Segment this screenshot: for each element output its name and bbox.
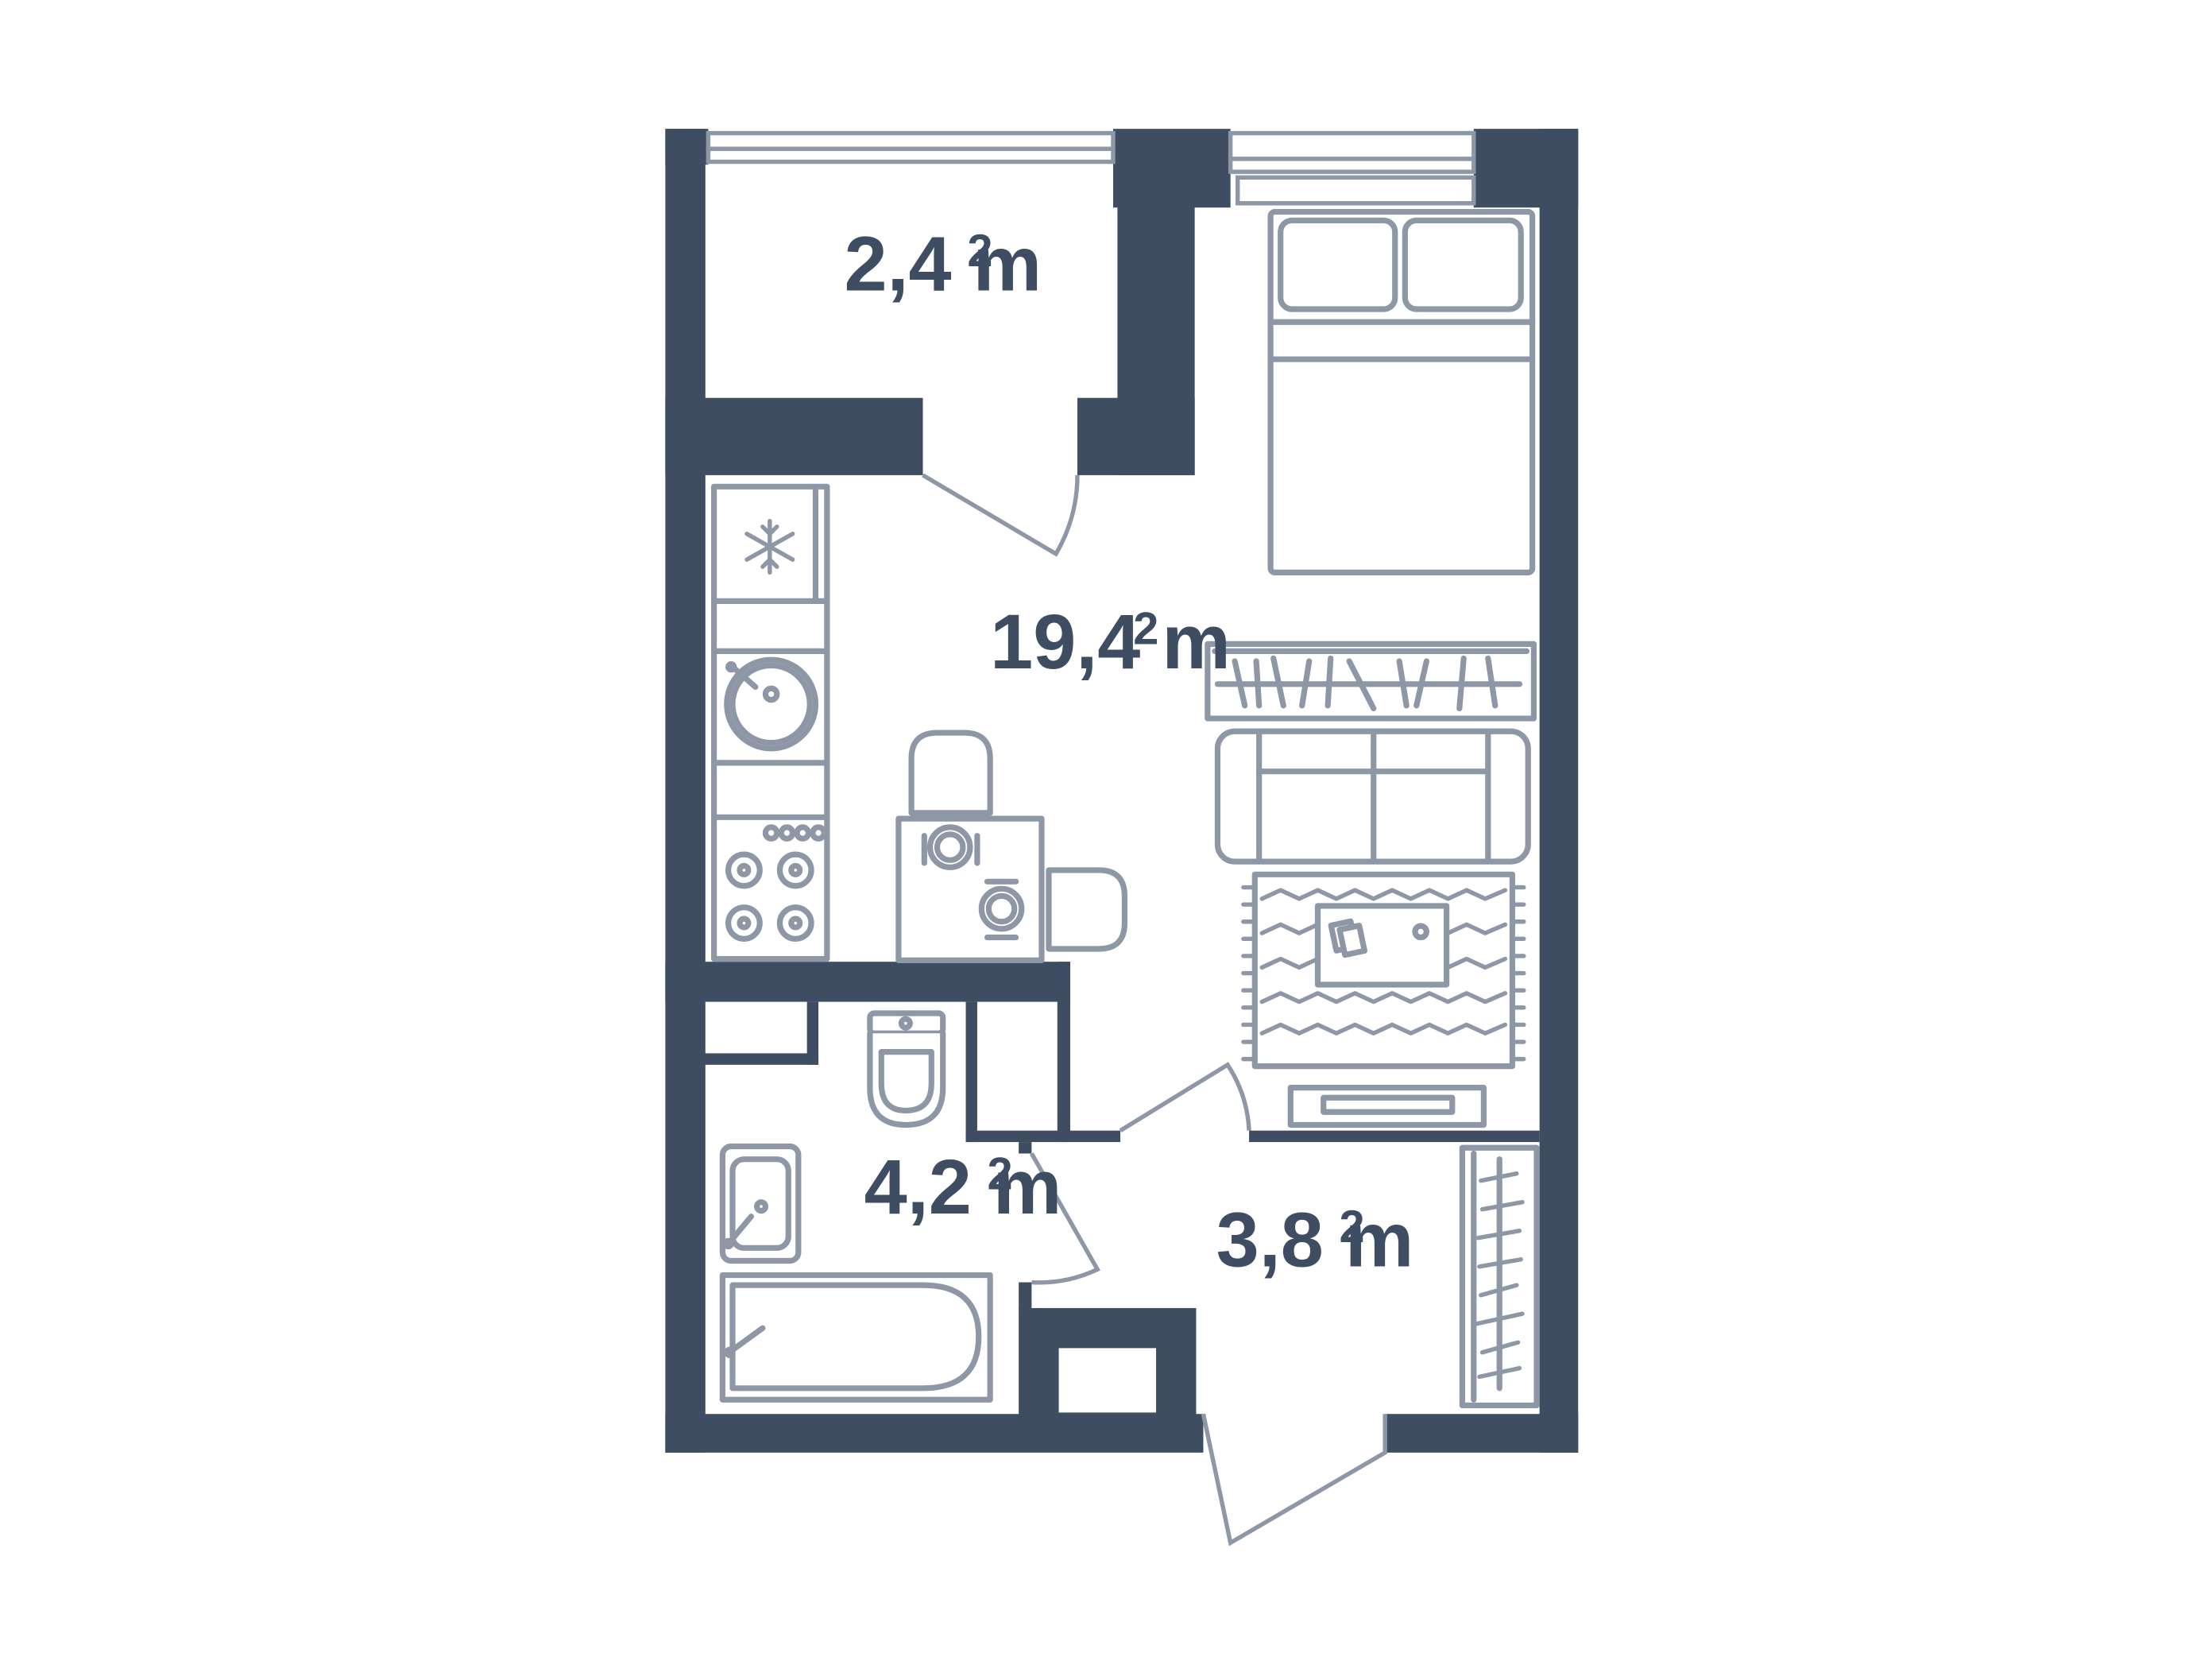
snowflake-icon: [744, 518, 795, 575]
stove-icon: [725, 824, 827, 942]
washbasin-icon: [719, 1143, 802, 1264]
walls: [665, 129, 1579, 1453]
wardrobe: [1459, 1144, 1540, 1409]
hallway-door: [1119, 1062, 1251, 1132]
area-text: 2,4 m: [844, 221, 1042, 308]
area-unit-exponent: 2: [1340, 1202, 1365, 1252]
entrance-door: [1201, 1413, 1387, 1547]
area-unit-exponent: 2: [988, 1148, 1013, 1199]
area-label-bathroom: 4,2 m 2: [864, 1144, 1062, 1230]
doors: [922, 473, 1387, 1547]
area-unit-exponent: 2: [1133, 603, 1158, 654]
kitchen: [710, 483, 830, 962]
toilet-icon: [867, 1010, 946, 1128]
bed-icon: [1267, 208, 1536, 575]
chair-top: [908, 730, 993, 816]
area-label-balcony: 2,4 m 2: [844, 221, 1042, 308]
windows: [706, 130, 1476, 206]
bathtub-icon: [719, 1272, 993, 1403]
bathroom-fixtures: [719, 1010, 993, 1403]
sofa-icon: [1214, 728, 1531, 865]
tv-stand: [1287, 1085, 1487, 1128]
sink-icon: [724, 656, 819, 752]
area-unit-exponent: 2: [967, 226, 992, 277]
media-unit: [1205, 641, 1537, 722]
bathroom-door: [1030, 1152, 1100, 1285]
area-text: 4,2 m: [864, 1144, 1062, 1230]
chair-right: [1046, 867, 1128, 952]
area-text: 19,4 m: [990, 598, 1231, 685]
place-setting-right: [978, 878, 1025, 941]
rug: [1241, 871, 1526, 1070]
balcony-door: [922, 473, 1080, 557]
area-text: 3,8 m: [1216, 1197, 1414, 1283]
area-label-studio: 19,4 m 2: [990, 598, 1231, 685]
dining-set: [895, 730, 1128, 963]
area-label-hallway: 3,8 m 2: [1216, 1197, 1414, 1283]
place-setting-top: [921, 824, 980, 870]
